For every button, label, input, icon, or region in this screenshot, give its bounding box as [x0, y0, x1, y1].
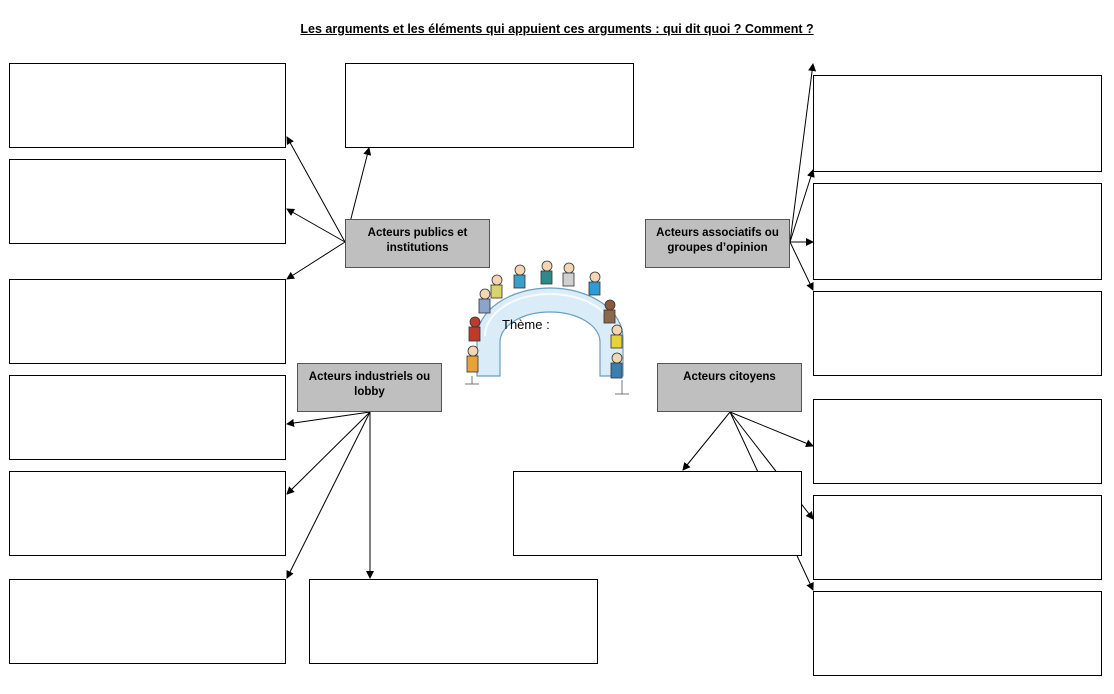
- page-title: Les arguments et les éléments qui appuie…: [300, 22, 814, 36]
- text-box-right-2[interactable]: [813, 183, 1102, 280]
- text-box-left-2[interactable]: [9, 159, 286, 244]
- arrow-associatifs-to-box-right-1: [789, 63, 817, 243]
- actor-citoyens-box: Acteurs citoyens: [657, 363, 802, 412]
- text-box-right-6[interactable]: [813, 591, 1102, 676]
- text-box-right-1[interactable]: [813, 75, 1102, 172]
- arrow-industriels-to-box-left-5: [286, 411, 371, 495]
- arrow-public-to-box-left-1: [286, 136, 346, 243]
- text-box-left-3[interactable]: [9, 279, 286, 364]
- arrow-public-to-box-left-2: [286, 208, 346, 243]
- actor-industriels-box: Acteurs industriels ou lobby: [297, 363, 442, 412]
- text-box-left-4[interactable]: [9, 375, 286, 460]
- arrow-associatifs-to-box-right-3: [789, 241, 814, 291]
- arrow-public-to-box-left-3: [286, 241, 346, 280]
- text-box-top-center[interactable]: [345, 63, 634, 148]
- theme-label: Thème :: [502, 317, 550, 332]
- arrow-citoyens-to-box-right-4: [729, 411, 814, 448]
- text-box-right-5[interactable]: [813, 495, 1102, 580]
- text-box-left-5[interactable]: [9, 471, 286, 556]
- text-box-center-right[interactable]: [513, 471, 802, 556]
- conference-table-illustration: [465, 260, 629, 395]
- text-box-left-6[interactable]: [9, 579, 286, 664]
- text-box-left-1[interactable]: [9, 63, 286, 148]
- arrow-industriels-to-box-left-6: [286, 411, 371, 579]
- text-box-right-3[interactable]: [813, 291, 1102, 376]
- arrow-industriels-to-box-left-4: [286, 411, 371, 427]
- text-box-right-4[interactable]: [813, 399, 1102, 484]
- actor-publics-box: Acteurs publics et institutions: [345, 219, 490, 268]
- arrow-associatifs-to-box-right-1b: [789, 169, 815, 243]
- arrow-citoyens-to-box-center-right: [682, 411, 731, 471]
- text-box-bottom-center[interactable]: [309, 579, 598, 664]
- actor-associatifs-box: Acteurs associatifs ou groupes d’opinion: [645, 219, 790, 268]
